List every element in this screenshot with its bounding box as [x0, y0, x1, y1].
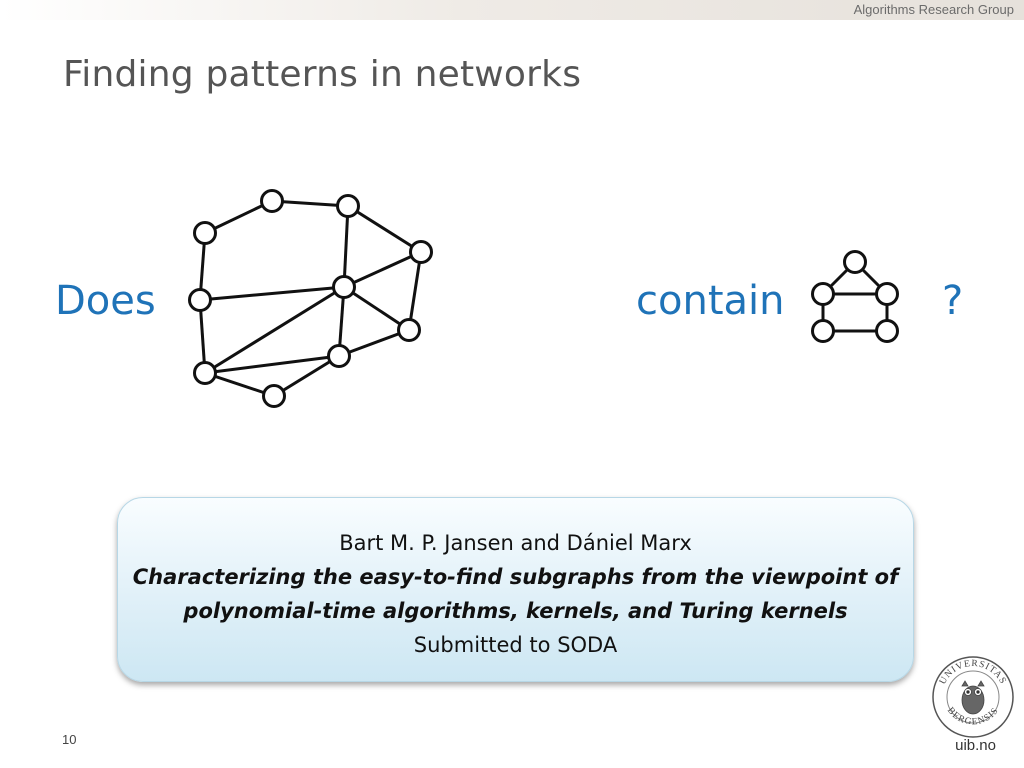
citation-authors: Bart M. P. Jansen and Dániel Marx [339, 531, 692, 555]
citation-status: Submitted to SODA [413, 633, 618, 657]
network-graph-nodes [188, 189, 433, 408]
citation-title-line1: Characterizing the easy-to-find subgraph… [132, 565, 899, 589]
university-seal-icon: UNIVERSITAS BERGENSIS [932, 656, 1014, 738]
question-word-contain: contain [636, 278, 785, 324]
top-bar: Algorithms Research Group [0, 0, 1024, 20]
citation-box: Bart M. P. Jansen and Dániel Marx Charac… [117, 497, 914, 682]
citation-title-line2: polynomial-time algorithms, kernels, and… [183, 599, 848, 623]
slide-number: 10 [62, 732, 77, 747]
slide-title: Finding patterns in networks [63, 54, 582, 95]
site-link[interactable]: uib.no [955, 737, 996, 754]
group-label: Algorithms Research Group [853, 2, 1014, 17]
network-graph-edges [198, 199, 423, 398]
question-mark: ? [942, 278, 964, 324]
question-word-does: Does [55, 278, 156, 324]
